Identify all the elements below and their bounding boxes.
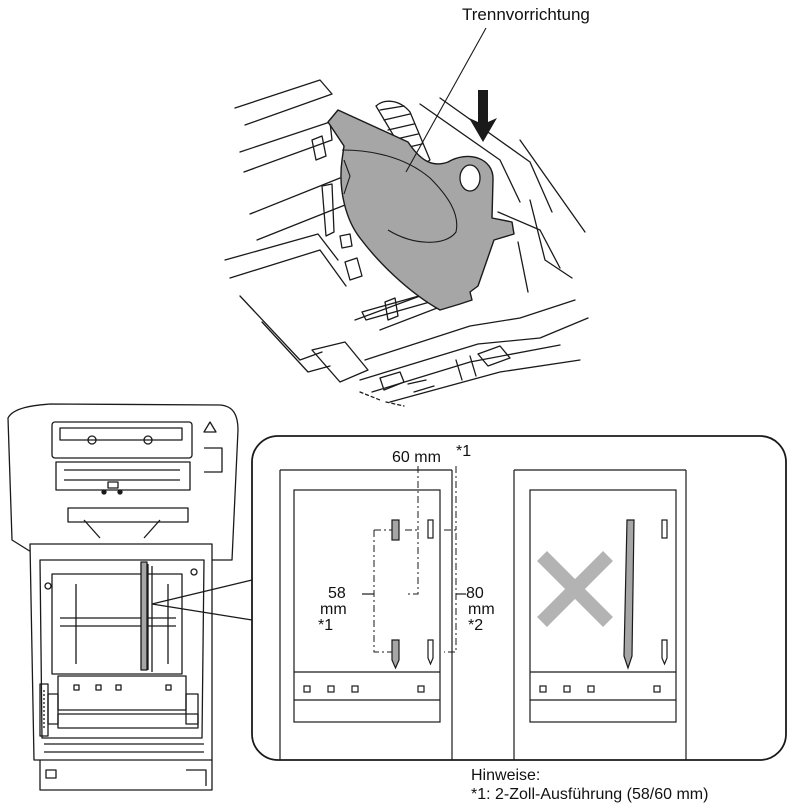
dim-left-value: 58 — [328, 585, 346, 602]
dim-left-unit: mm — [320, 601, 347, 618]
dim-top-label: 60 mm — [392, 449, 441, 466]
separator-callout-label: Trennvorrichtung — [462, 5, 590, 24]
separator-part — [327, 109, 515, 311]
dim-right-unit: mm — [468, 601, 495, 618]
correct-installation-panel — [279, 466, 466, 760]
detail-callout-box: 60 mm *1 58 mm *1 80 mm *2 — [251, 435, 787, 761]
down-arrow-icon — [469, 90, 497, 142]
dim-right-value: 80 — [466, 585, 484, 602]
callout-leader-line — [405, 27, 487, 173]
printer-illustration — [7, 403, 239, 791]
dim-top-note: *1 — [456, 443, 471, 460]
incorrect-installation-panel — [513, 469, 687, 760]
printer-interior-illustration — [224, 79, 589, 407]
dim-left-note: *1 — [318, 617, 333, 634]
zoom-connector — [151, 579, 253, 621]
note-item: *1: 2-Zoll-Ausführung (58/60 mm) — [471, 786, 709, 803]
guide-80mm — [427, 519, 434, 666]
cross-icon — [537, 551, 613, 627]
notes-heading: Hinweise: — [471, 767, 541, 784]
dim-right-note: *2 — [468, 617, 483, 634]
